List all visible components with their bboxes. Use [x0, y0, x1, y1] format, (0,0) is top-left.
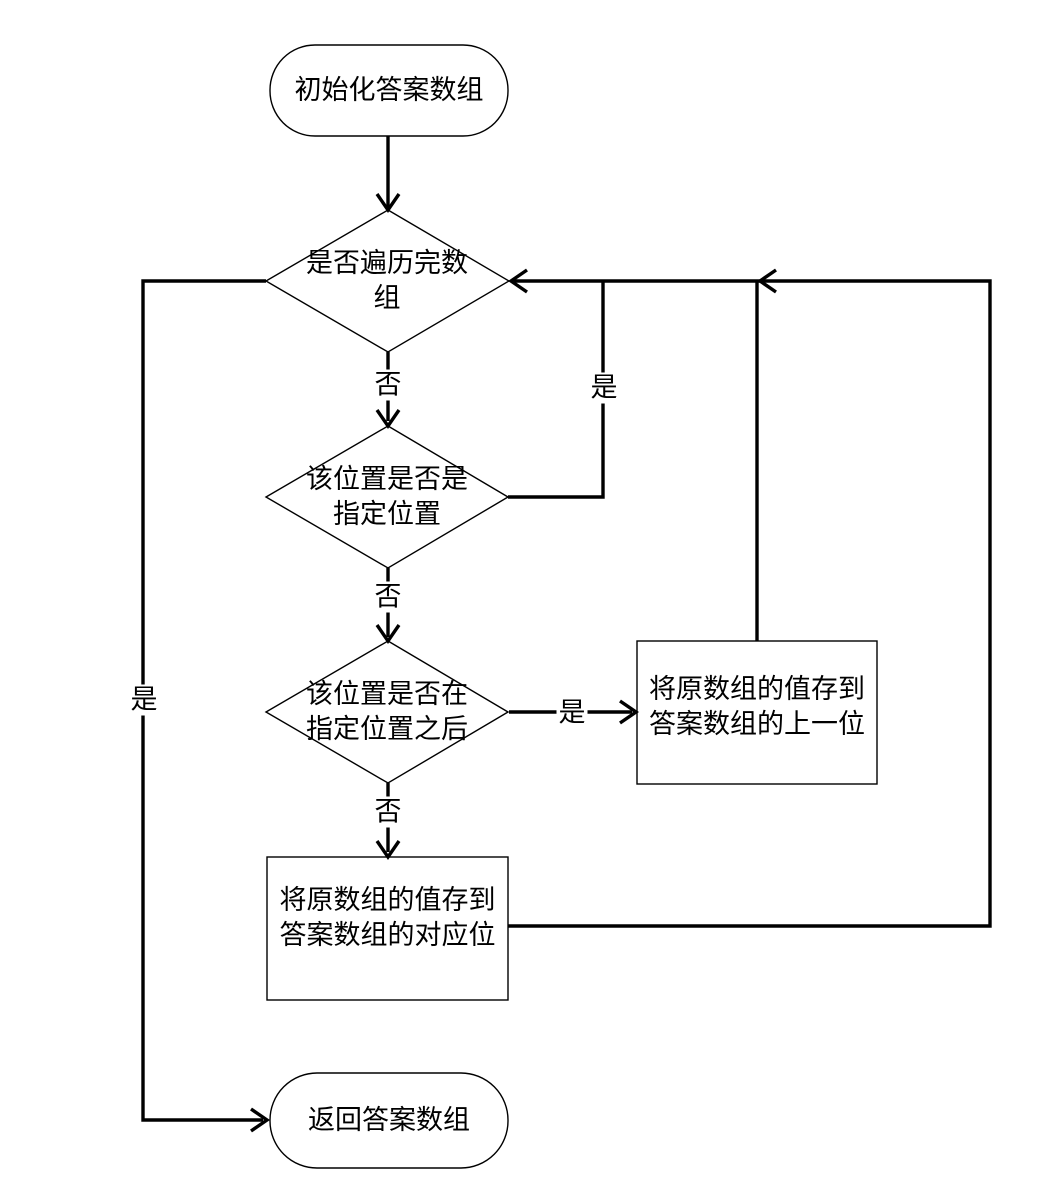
edge-decision2-yes-loop	[508, 281, 605, 499]
decision-after-target-text: 该位置是否在 指定位置之后	[306, 679, 468, 744]
start-terminal-shape	[269, 44, 509, 137]
decision-traversed-text: 是否遍历完数 组	[306, 248, 468, 313]
decision-is-target-text: 该位置是否是 指定位置	[306, 464, 468, 529]
process-store-prev-text: 将原数组的值存到 答案数组的上一位	[649, 673, 865, 739]
decision-after-target-shape	[264, 640, 510, 784]
start-terminal-text: 初始化答案数组	[294, 75, 484, 106]
edge-process-bottom-loop	[508, 279, 992, 928]
arrow-into-end-terminal	[250, 1107, 271, 1133]
label-no-is-target: 否	[372, 581, 404, 613]
decision-traversed-shape	[264, 209, 511, 353]
arrowheads	[250, 193, 777, 1133]
label-no-after-target: 否	[372, 796, 404, 828]
arrow-into-decision3-top	[375, 624, 401, 645]
end-terminal-shape	[269, 1072, 509, 1169]
decision-is-target-shape	[264, 425, 510, 569]
label-yes-return: 是	[128, 684, 160, 716]
arrow-into-process-bottom	[375, 840, 401, 861]
arrow-into-decision1-right	[507, 268, 528, 294]
arrow-loop-merge	[756, 268, 777, 294]
process-store-prev-shape	[636, 640, 878, 785]
end-terminal-text: 返回答案数组	[308, 1105, 470, 1136]
arrow-into-decision2-top	[375, 409, 401, 430]
label-yes-back-to-top: 是	[588, 372, 620, 404]
label-yes-store-prev: 是	[556, 697, 588, 729]
node-shapes	[264, 44, 878, 1169]
arrow-into-decision1-top	[375, 193, 401, 214]
process-store-same-text: 将原数组的值存到 答案数组的对应位	[279, 884, 496, 950]
arrow-into-process-right	[619, 699, 640, 725]
label-no-traversed: 否	[372, 369, 404, 401]
edge-decision1-yes	[141, 279, 266, 1122]
